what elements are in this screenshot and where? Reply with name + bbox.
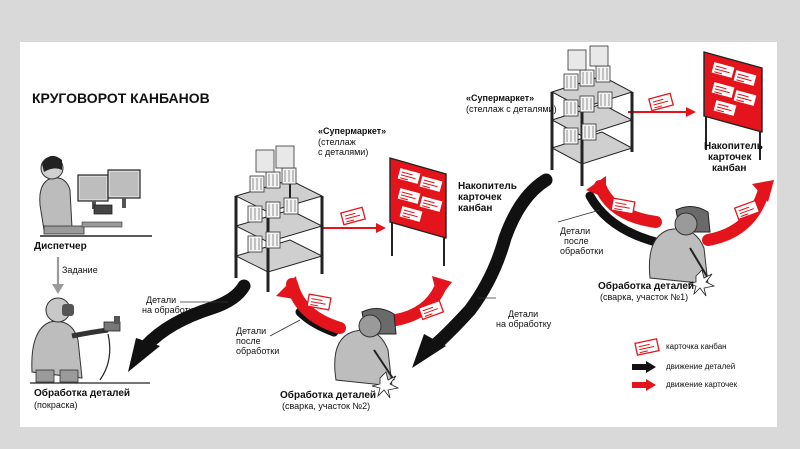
page-title: КРУГОВОРОТ КАНБАНОВ <box>32 90 210 106</box>
dispatcher-label: Диспетчер <box>34 241 87 252</box>
parts-flow-left-arrowhead <box>128 338 160 372</box>
parts-flow-mid-arrowhead <box>412 334 446 368</box>
after-1-line2: после <box>564 236 589 246</box>
parts-flow-left <box>139 279 251 353</box>
legend-card-label: карточка канбан <box>666 342 727 351</box>
after-2-line2: после <box>236 336 261 346</box>
painting-subtitle: (покраска) <box>34 400 78 410</box>
welder-figure-1 <box>648 206 711 285</box>
spark-icon <box>371 371 400 399</box>
legend <box>632 338 660 391</box>
welding-2-title: Обработка деталей <box>280 390 377 401</box>
legend-parts-label: движение деталей <box>666 362 736 371</box>
task-arrowhead <box>52 284 64 294</box>
supermarket-shelf-1 <box>234 145 324 292</box>
flow-mid-label-2: на обработку <box>496 319 552 329</box>
welding-1-subtitle: (сварка, участок №1) <box>600 292 689 302</box>
board-1-line2: карточек <box>458 192 502 203</box>
flow-left-label-1: Детали <box>146 295 177 305</box>
supermarket-2-line1: (стеллаж с деталями) <box>466 104 557 114</box>
flow-mid-label-1: Детали <box>508 309 539 319</box>
kanban-board-2 <box>703 51 763 160</box>
welding-1-title: Обработка деталей <box>598 281 695 292</box>
after-1-line3: обработки <box>560 246 604 256</box>
supermarket-1-line2: с деталями) <box>318 147 369 157</box>
after-2-line3: обработки <box>236 346 280 356</box>
flow-left-label-2: на обработку <box>142 305 198 315</box>
kanban-board-1 <box>389 157 447 266</box>
parts-flow-mid <box>427 173 553 353</box>
after-2-line1: Детали <box>236 326 267 336</box>
legend-cards-label: движение карточек <box>666 380 738 389</box>
board-2-line3: канбан <box>712 163 747 174</box>
board-2-line2: карточек <box>708 152 752 163</box>
task-label: Задание <box>62 265 98 275</box>
after-1-line1: Детали <box>560 226 591 236</box>
welder-figure-2 <box>334 308 397 387</box>
board-2-line1: Накопитель <box>704 141 763 152</box>
cards-flow-return-1 <box>702 184 770 246</box>
parts-after-flow-1 <box>585 191 669 249</box>
supermarket-1-line1: (стеллаж <box>318 137 356 147</box>
supermarket-1-title: «Супермаркет» <box>318 126 387 136</box>
board-1-line1: Накопитель <box>458 181 517 192</box>
welding-2-subtitle: (сварка, участок №2) <box>282 401 371 411</box>
board-1-line3: канбан <box>458 203 493 214</box>
painting-title: Обработка деталей <box>34 388 131 399</box>
supermarket-shelf-2 <box>550 45 634 186</box>
spark-icon-2 <box>687 269 716 297</box>
supermarket-2-title: «Супермаркет» <box>466 93 535 103</box>
painter-figure <box>31 297 121 383</box>
dispatcher-figure <box>39 155 152 237</box>
